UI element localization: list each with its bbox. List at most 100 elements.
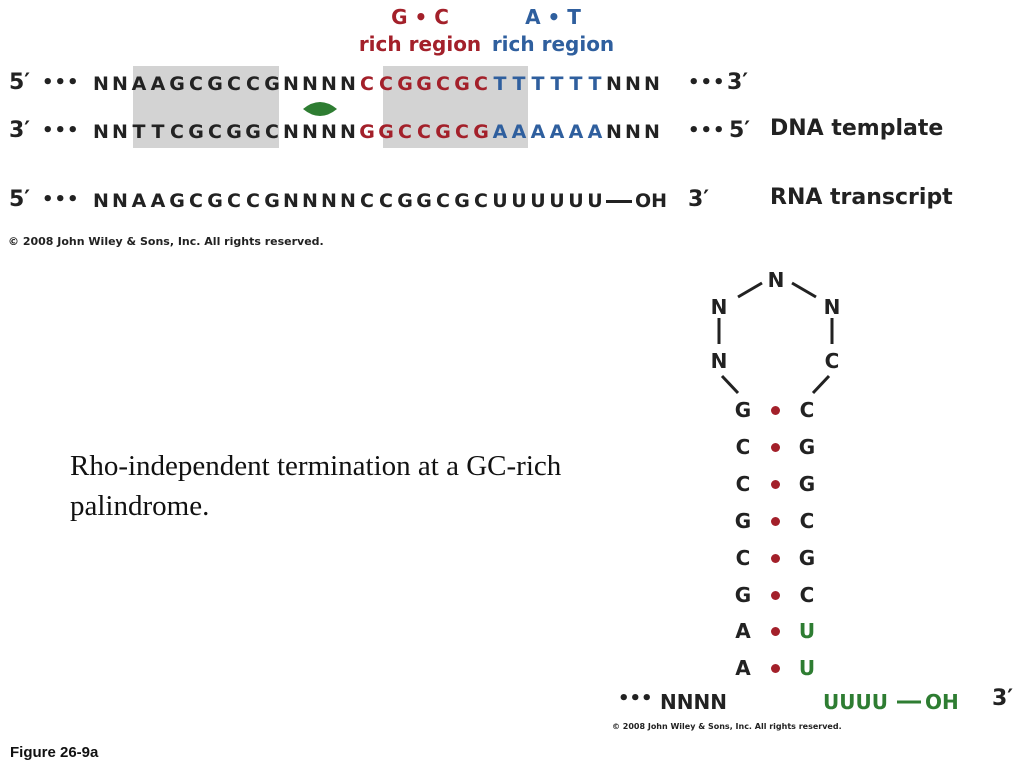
template-nucleotide: G [359,121,375,143]
coding-left-dots: ••• [42,72,80,93]
gc-rich-region-label: G • C rich region [355,4,485,58]
coding-nucleotide: T [512,73,526,95]
coding-nucleotide: N [93,73,109,95]
rna-oh: OH [635,190,668,212]
coding-nucleotide: N [112,73,128,95]
coding-nucleotide: G [416,73,432,95]
coding-nucleotide: G [207,73,223,95]
gc-rich-highlight-right [383,66,528,148]
rna-nucleotide: A [150,190,166,212]
coding-nucleotide: N [302,73,318,95]
rna-right-end: 3′ [688,187,710,212]
copyright-bottom: © 2008 John Wiley & Sons, Inc. All right… [612,722,842,731]
coding-nucleotide: T [531,73,545,95]
coding-nucleotide: C [246,73,260,95]
hairpin-loop-nucleotide: N [710,349,728,373]
coding-nucleotide: N [644,73,660,95]
rna-nucleotide: G [397,190,413,212]
rna-nucleotide: C [360,190,374,212]
rna-nucleotide: C [379,190,393,212]
coding-nucleotide: A [150,73,166,95]
base-pair-dot [771,590,780,600]
rna-nucleotide: U [530,190,546,212]
coding-left-end: 5′ [9,70,31,95]
template-nucleotide: N [283,121,299,143]
hairpin-loop-nucleotide: N [710,295,728,319]
rna-polymerase-marker [303,102,337,116]
template-nucleotide: N [321,121,337,143]
hairpin-loop-nucleotide: N [767,268,785,292]
coding-nucleotide: N [321,73,337,95]
rna-nucleotide: U [587,190,603,212]
stem-left-nucleotide: C [735,545,751,570]
template-nucleotide: A [568,121,584,143]
coding-nucleotide: C [227,73,241,95]
template-nucleotide: A [492,121,508,143]
coding-nucleotide: G [454,73,470,95]
rna-nucleotide: N [340,190,356,212]
base-pair-dot [771,516,780,526]
rna-nucleotide: C [189,190,203,212]
template-nucleotide: G [245,121,261,143]
coding-nucleotide: T [493,73,507,95]
template-nucleotide: A [530,121,546,143]
rna-left-end: 5′ [9,187,31,212]
base-pair-dot [771,664,780,674]
coding-nucleotide: A [131,73,147,95]
stem-right-nucleotide: U [798,619,816,644]
template-nucleotide: C [208,121,222,143]
template-nucleotide: A [511,121,527,143]
at-label-line2: rich region [491,32,615,56]
template-nucleotide: T [132,121,146,143]
template-right-dots: ••• [688,120,726,141]
rna-nucleotide: N [321,190,337,212]
template-nucleotide: C [417,121,431,143]
rna-nucleotide: N [283,190,299,212]
rna-transcript-label: RNA transcript [770,185,953,210]
rna-nucleotide: A [131,190,147,212]
coding-nucleotide: N [625,73,641,95]
rna-nucleotide: G [207,190,223,212]
base-pair-dot [771,479,780,489]
coding-nucleotide: C [360,73,374,95]
base-pair-dot [771,553,780,563]
rna-nucleotide: C [436,190,450,212]
template-nucleotide: A [587,121,603,143]
copyright-top: © 2008 John Wiley & Sons, Inc. All right… [8,235,324,248]
coding-right-dots: ••• [688,72,726,93]
stem-right-nucleotide: G [798,434,816,459]
coding-nucleotide: T [550,73,564,95]
rna-nucleotide: C [246,190,260,212]
coding-nucleotide: T [569,73,583,95]
coding-nucleotide: N [283,73,299,95]
stem-left-nucleotide: G [734,398,752,422]
coding-right-end: 3′ [727,70,749,95]
coding-nucleotide: T [588,73,602,95]
rna-nucleotide: U [511,190,527,212]
rna-nucleotide: C [474,190,488,212]
stem-right-nucleotide: C [799,508,815,533]
template-nucleotide: N [93,121,109,143]
template-nucleotide: N [644,121,660,143]
rna-nucleotide: C [227,190,241,212]
rna-left-dots: ••• [42,189,80,210]
rna-oh-bond [606,200,632,203]
hairpin-three-prime: 3′ [992,686,1014,711]
rna-nucleotide: G [454,190,470,212]
slide-caption: Rho-independent termination at a GC-rich… [70,450,562,522]
coding-nucleotide: C [379,73,393,95]
hairpin-loop-nucleotide: C [824,349,840,373]
template-left-dots: ••• [42,120,80,141]
hairpin-left-dots: ••• [618,688,653,709]
at-label-line1: A • T [525,5,581,29]
template-left-end: 3′ [9,118,31,143]
coding-nucleotide: C [436,73,450,95]
stem-right-nucleotide: G [798,545,816,570]
rna-nucleotide: G [264,190,280,212]
template-nucleotide: G [473,121,489,143]
rna-nucleotide: N [93,190,109,212]
stem-right-nucleotide: G [798,471,816,496]
gc-label-line2: rich region [358,32,482,56]
coding-nucleotide: G [264,73,280,95]
gc-label-line1: G • C [391,5,449,29]
